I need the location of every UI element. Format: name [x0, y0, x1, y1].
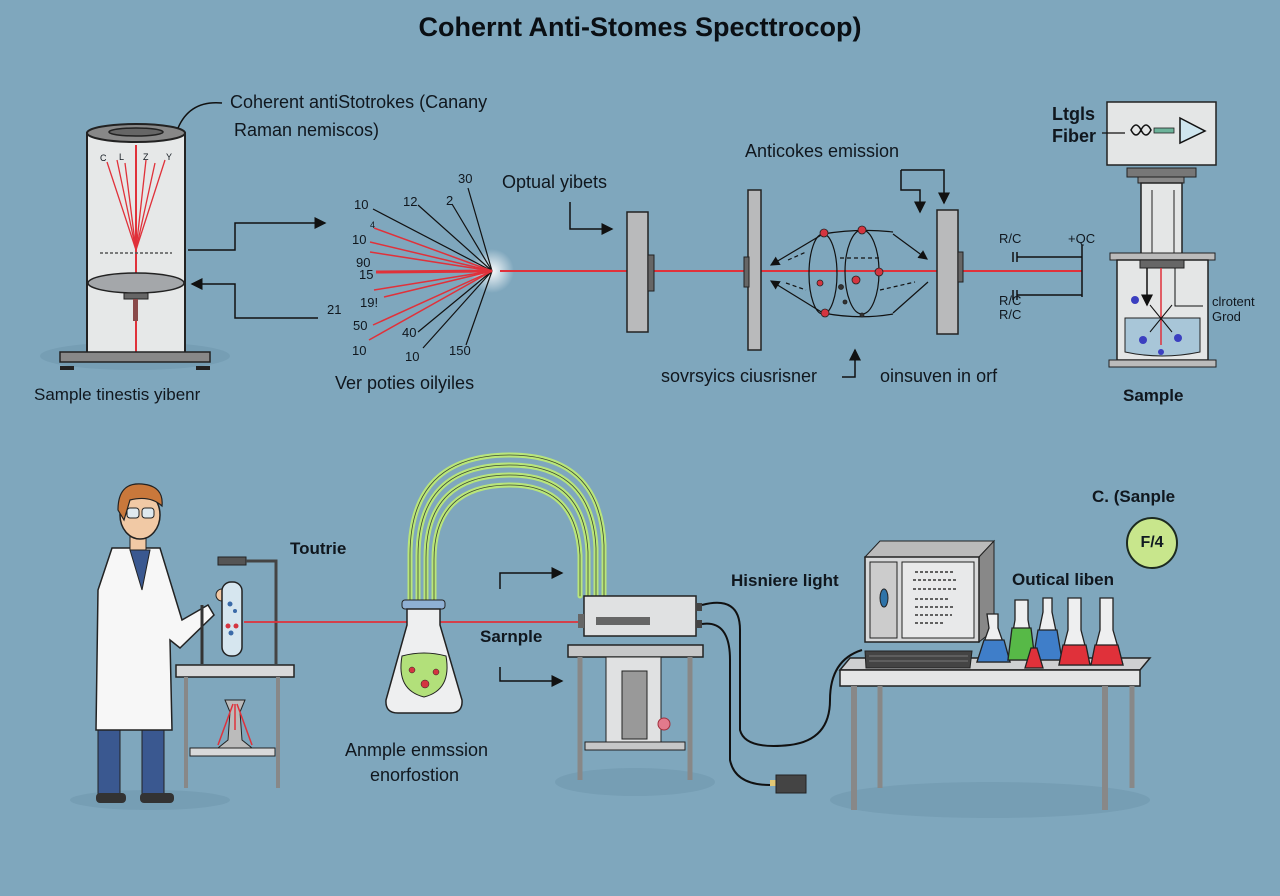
- instrument-label-line2: Fiber: [1052, 126, 1097, 146]
- emission-flask: [385, 599, 463, 714]
- lab-bench: [830, 657, 1152, 818]
- rc-circuit: [1012, 245, 1083, 300]
- instrument-label-line1: Ltgls: [1052, 104, 1095, 124]
- fan-number: 4: [370, 220, 376, 230]
- side-label-line1: clrotent: [1212, 294, 1255, 309]
- optical-arrow: [569, 202, 614, 235]
- sample-arrows: [499, 567, 564, 687]
- test-tube-stand: [175, 556, 295, 788]
- sample-label: Sarnple: [480, 627, 543, 646]
- emission-label: Anticokes emission: [745, 141, 900, 161]
- bench-label: Outical liben: [1012, 570, 1115, 589]
- optical-plate-3: [936, 209, 964, 335]
- fan-number: 10: [354, 197, 369, 212]
- cylinder-mark-z: Z: [143, 152, 149, 162]
- cylinder-connectors: [188, 217, 327, 319]
- fiber-instrument: [1102, 101, 1217, 368]
- computer: [863, 539, 996, 669]
- flask-caption-line2: enorfostion: [370, 765, 460, 785]
- sample-caption: Sample: [1123, 386, 1184, 405]
- fan-number: 12: [403, 194, 418, 209]
- emission-arrows: [842, 169, 950, 378]
- optical-plate-1: [626, 211, 655, 333]
- fan-number: 50: [353, 318, 368, 333]
- diagram-title: Cohernt Anti-Stomes Specttrocop): [418, 12, 862, 42]
- qc-label: +QC: [1068, 231, 1096, 246]
- cylinder-mark-y: Y: [166, 152, 173, 162]
- rc-label: R/C: [999, 231, 1022, 246]
- f-number-badge: F/4: [1126, 517, 1178, 569]
- ray-fan: [368, 187, 514, 349]
- flask-caption-line1: Anmple enmssion: [345, 740, 489, 760]
- test-tube-label: Toutrie: [290, 539, 347, 558]
- optical-plate-2: [743, 189, 762, 351]
- fan-number: 10: [405, 349, 420, 364]
- fan-number: 40: [402, 325, 417, 340]
- rc-label: R/C: [999, 307, 1022, 322]
- cylinder-mark-c: C: [100, 153, 107, 163]
- cylinder-callout-line1: Coherent antiStotrokes (Canany: [230, 92, 488, 112]
- fan-number: 90: [356, 255, 371, 270]
- flask-set: [976, 597, 1124, 669]
- scientist-figure: [70, 483, 230, 810]
- cylinder-caption: Sample tinestis yibenr: [34, 385, 201, 404]
- fan-number: 21: [327, 302, 342, 317]
- spectrometer: [555, 595, 863, 796]
- fiber-bundle: [407, 452, 607, 603]
- cylinder-mark-l: L: [119, 152, 125, 162]
- optical-label: Optual yibets: [502, 172, 608, 192]
- fan-number: 19!: [360, 295, 379, 310]
- right-bottom-caption: oinsuven in orf: [880, 366, 998, 386]
- emission-particles: [816, 225, 884, 318]
- fan-number: 30: [458, 171, 473, 186]
- fan-number: 10: [352, 343, 367, 358]
- fan-number: 15: [359, 267, 374, 282]
- fan-number: 10: [352, 232, 367, 247]
- sample-cylinder: [40, 101, 230, 370]
- emission-volume: [769, 229, 929, 318]
- cylinder-callout-line2: Raman nemiscos): [234, 120, 380, 140]
- side-label-line2: Grod: [1212, 309, 1241, 324]
- light-label: Hisniere light: [731, 571, 839, 590]
- corner-label: C. (Sanple: [1092, 487, 1176, 506]
- fan-number: 2: [446, 193, 454, 208]
- left-bottom-caption: sovrsyics ciusrisner: [661, 366, 818, 386]
- fan-number: 150: [449, 343, 471, 358]
- fan-caption: Ver poties oilyiles: [335, 373, 475, 393]
- rc-label: R/C: [999, 293, 1022, 308]
